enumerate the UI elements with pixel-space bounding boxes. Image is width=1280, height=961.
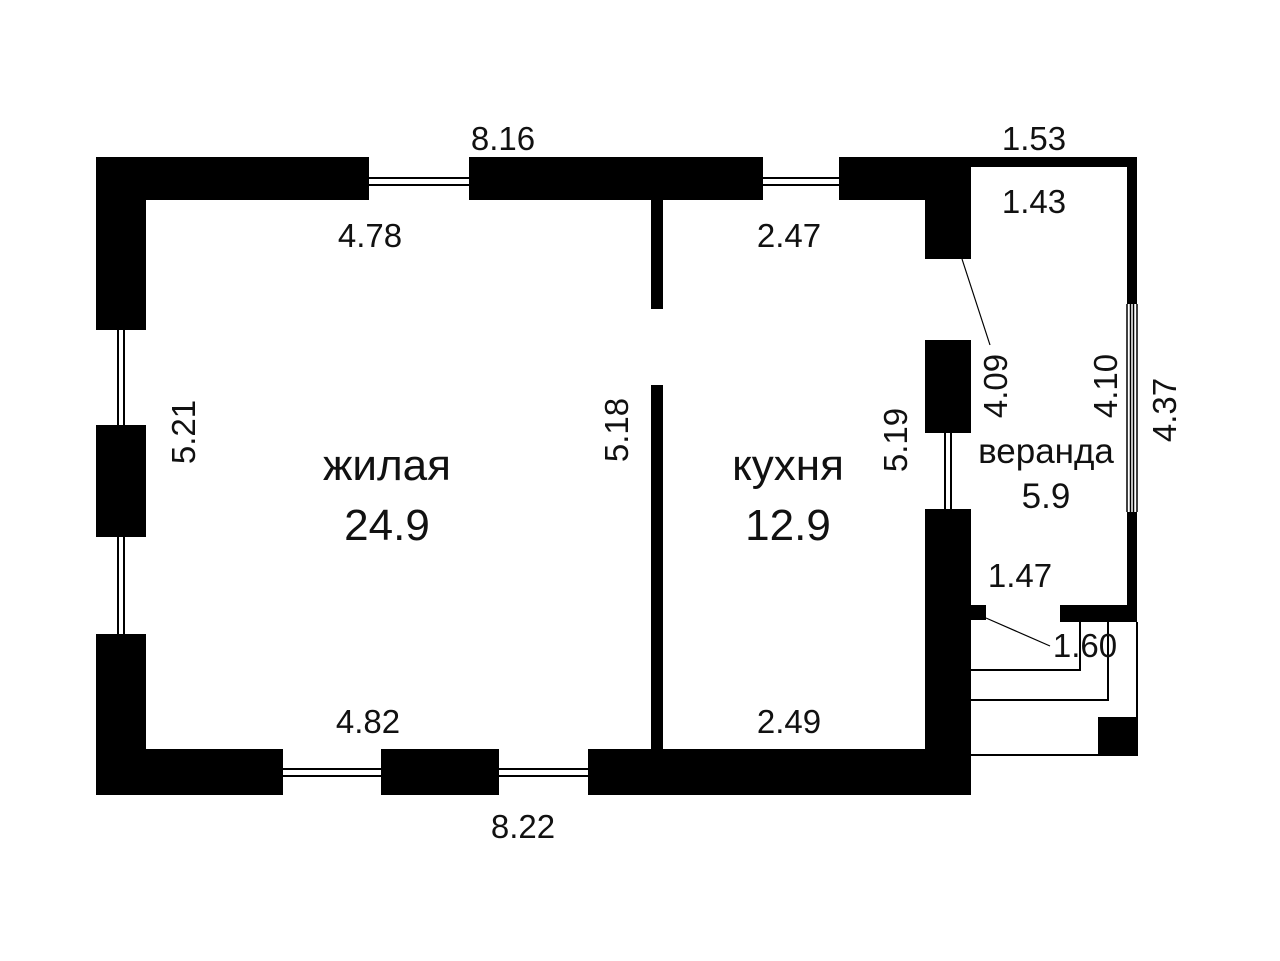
dimension-labels: 8.16 8.22 4.78 4.82 2.47 2.49 1.53 1.43 … [165,120,1183,845]
veranda-top-wall [971,157,1137,167]
room-labels: жилая 24.9 кухня 12.9 веранда 5.9 [323,432,1114,550]
top-wall [96,157,971,200]
dim-living-top: 4.78 [338,217,402,254]
window-left-lower [96,537,146,634]
room-veranda-name: веранда [978,432,1114,471]
dim-veranda-inner-top: 1.43 [1002,183,1066,220]
veranda-walls [971,157,1137,755]
window-top-right [763,157,839,200]
right-wall-upper [925,157,971,259]
porch-steps [971,622,1138,756]
dim-porch: 1.60 [1053,627,1117,664]
dim-veranda-outer-right: 4.37 [1146,378,1183,442]
dim-veranda-outer-top: 1.53 [1002,120,1066,157]
dim-living-right: 5.18 [598,398,635,462]
porch-post [1098,717,1137,755]
partition-lower [651,385,663,749]
room-living-name: жилая [323,441,451,490]
veranda-bottom-wall-right [1060,605,1137,622]
dim-living-bottom: 4.82 [336,703,400,740]
dim-veranda-inner-right: 4.10 [1087,354,1124,418]
dim-living-left: 5.21 [165,400,202,464]
dim-outer-bottom: 8.22 [491,808,555,845]
dim-veranda-bottom: 1.47 [988,557,1052,594]
veranda-bottom-stub [971,605,986,620]
dim-kitchen-right: 5.19 [877,408,914,472]
partition-wall [651,200,663,749]
veranda-right-wall-top [1127,157,1137,304]
veranda-right-wall-bottom [1127,512,1137,615]
window-kitchen-right [925,433,971,509]
partition-upper [651,200,663,309]
room-kitchen-area: 12.9 [745,501,831,550]
window-top-left [369,157,469,200]
dim-kitchen-bottom: 2.49 [757,703,821,740]
leader-1-60 [985,617,1051,647]
window-bottom-left [283,749,381,795]
window-left-upper [96,330,146,425]
windows [96,157,971,795]
room-kitchen-name: кухня [732,441,844,490]
room-veranda-area: 5.9 [1022,477,1071,516]
left-wall [96,157,146,795]
window-bottom-right [499,749,588,795]
dim-kitchen-top: 2.47 [757,217,821,254]
dim-veranda-diag: 4.09 [977,354,1014,418]
room-living-area: 24.9 [344,501,430,550]
leader-4-09 [961,258,991,346]
dim-outer-top: 8.16 [471,120,535,157]
right-wall-lower [925,340,971,795]
leader-lines [961,258,1051,647]
veranda-window [1126,304,1138,512]
